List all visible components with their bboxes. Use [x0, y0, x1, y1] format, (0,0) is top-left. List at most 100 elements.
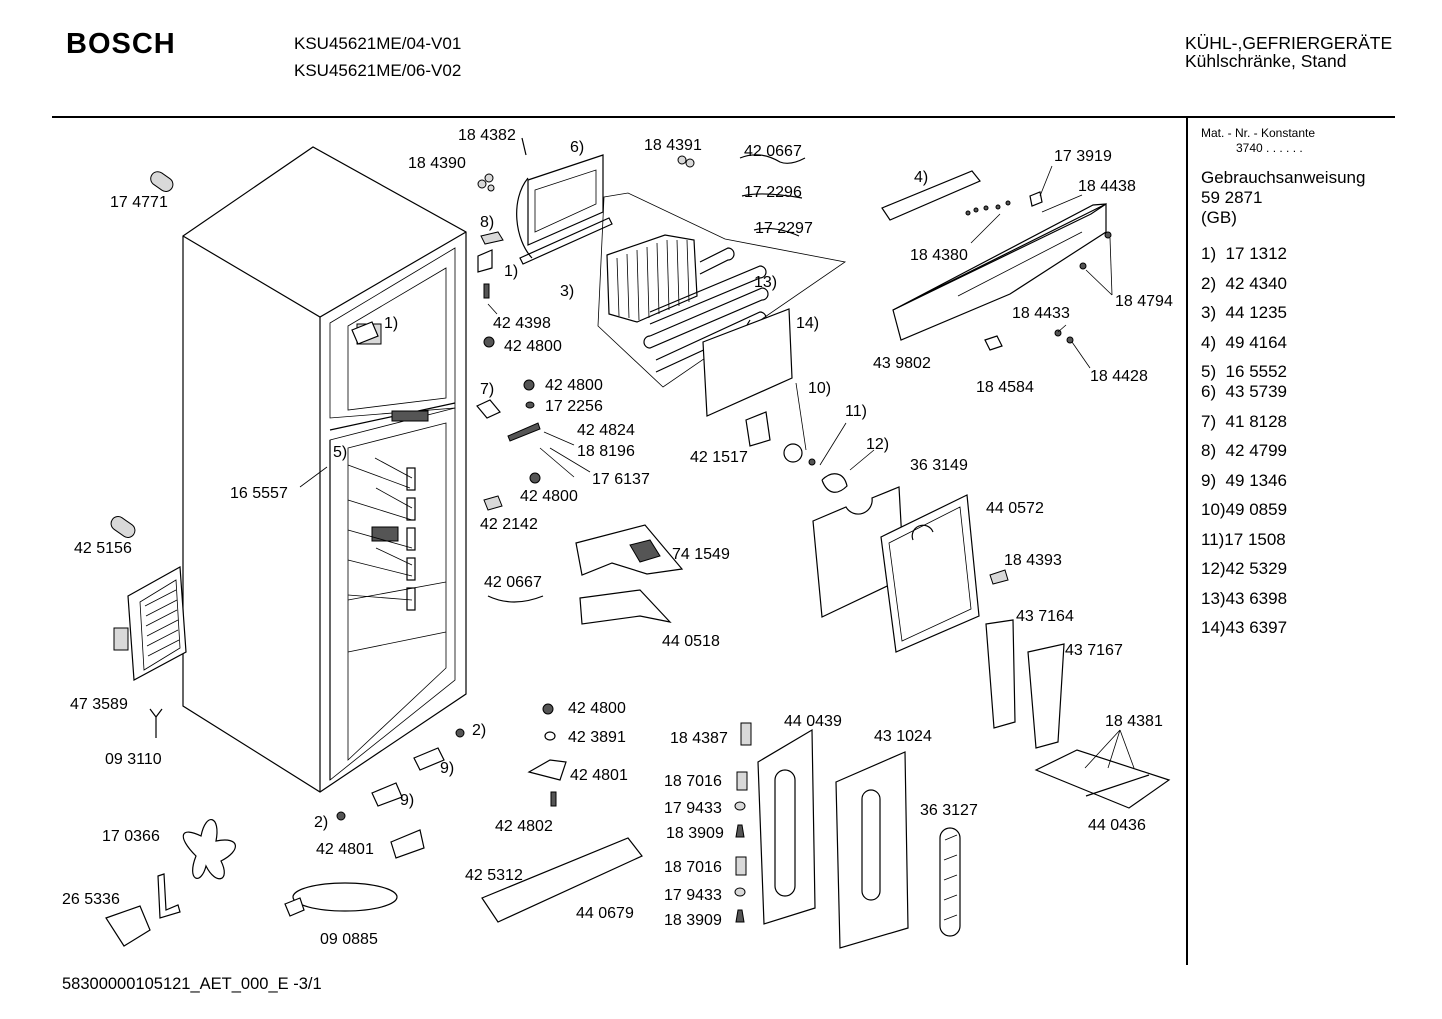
part-label: 3) [560, 283, 574, 300]
part-label: 42 4824 [577, 422, 635, 439]
part-number-labels: 17 4771 18 4382 18 4390 6) 8) 1) 1) 18 4… [62, 127, 1173, 948]
part-label: 26 5336 [62, 891, 120, 908]
reference-item: 12)42 5329 [1201, 559, 1288, 578]
reference-item: 3) 44 1235 [1201, 303, 1288, 322]
reference-item: 11)17 1508 [1201, 529, 1286, 549]
part-label: 6) [570, 139, 584, 156]
part-label: 42 5312 [465, 867, 523, 884]
part-label: 17 2296 [744, 184, 802, 201]
part-label: 42 4801 [316, 841, 374, 858]
part-label: 18 4391 [644, 137, 702, 154]
reference-item: 10)49 0859 [1201, 500, 1288, 519]
part-label: 42 4800 [504, 338, 562, 355]
document-footer: 58300000105121_AET_000_E -3/1 [62, 975, 322, 993]
header-divider [52, 116, 1395, 118]
manual-title: Gebrauchsanweisung [1201, 168, 1366, 187]
fridge-cabinet [182, 146, 467, 793]
part-label: 10) [808, 380, 831, 397]
part-label: 17 3919 [1054, 148, 1112, 165]
reference-item: 14)43 6397 [1201, 618, 1288, 637]
control-panel [881, 165, 1113, 369]
part-label: 4) [914, 169, 928, 186]
hinge-parts [336, 703, 567, 859]
cylindrical-parts [110, 171, 174, 738]
part-label: 1) [384, 315, 398, 332]
part-label: 42 0667 [484, 574, 542, 591]
part-label: 42 5156 [74, 540, 132, 557]
part-label: 42 4800 [545, 377, 603, 394]
part-label: 09 3110 [105, 751, 162, 768]
part-label: 43 7167 [1065, 642, 1123, 659]
part-label: 8) [480, 214, 494, 231]
part-label: 18 4382 [458, 127, 516, 144]
part-label: 18 4393 [1004, 552, 1062, 569]
evaporator-assembly [477, 137, 847, 417]
part-label: 12) [866, 436, 889, 453]
part-label: 42 2142 [480, 516, 538, 533]
part-label: 18 4428 [1090, 368, 1148, 385]
reference-item: 7) 41 8128 [1201, 411, 1288, 431]
model-number-1: KSU45621ME/04-V01 [294, 34, 462, 53]
part-label: 42 4800 [520, 488, 578, 505]
part-label: 17 2256 [545, 398, 603, 415]
part-label: 18 3909 [664, 912, 722, 929]
part-label: 18 3909 [666, 825, 724, 842]
door-parts [481, 619, 1171, 949]
part-label: 42 4802 [495, 818, 553, 835]
category-line-1: KÜHL-,GEFRIERGERÄTE [1185, 33, 1393, 53]
manual-language: (GB) [1201, 208, 1237, 227]
reference-item: 2) 42 4340 [1201, 273, 1288, 293]
reference-item: 8) 42 4799 [1201, 441, 1288, 460]
reference-item: 13)43 6398 [1201, 588, 1288, 608]
reference-list: 1) 17 1312 2) 42 4340 3) 44 1235 4) 49 4… [1201, 244, 1431, 648]
part-label: 17 0366 [102, 828, 160, 845]
part-label: 17 9433 [664, 887, 722, 904]
category-line-2: Kühlschränke, Stand [1185, 51, 1347, 71]
part-label: 1) [504, 263, 518, 280]
manual-number: 59 2871 [1201, 188, 1263, 207]
part-label: 9) [400, 792, 414, 809]
fan-assembly [745, 382, 1009, 653]
reference-item: 6) 43 5739 [1201, 382, 1288, 401]
part-label: 18 4584 [976, 379, 1034, 396]
part-label: 17 6137 [592, 471, 650, 488]
part-label: 13) [754, 274, 777, 291]
small-fasteners [299, 231, 684, 625]
part-label: 2) [472, 722, 486, 739]
part-label: 42 4801 [570, 767, 628, 784]
model-number-2: KSU45621ME/06-V02 [294, 61, 462, 80]
part-label: 17 9433 [664, 800, 722, 817]
part-label: 18 7016 [664, 859, 722, 876]
part-label: 18 4433 [1012, 305, 1070, 322]
part-label: 43 7164 [1016, 608, 1074, 625]
part-label: 18 7016 [664, 773, 722, 790]
part-label: 18 4438 [1078, 178, 1136, 195]
brand-logo: BOSCH [66, 28, 176, 60]
part-label: 36 3149 [910, 457, 968, 474]
parts-sidebar: Mat. - Nr. - Konstante 3740 . . . . . . … [1201, 126, 1431, 648]
part-label: 44 0679 [576, 905, 634, 922]
part-label: 14) [796, 315, 819, 332]
manual-reference: Gebrauchsanweisung 59 2871 (GB) [1201, 168, 1431, 228]
part-label: 18 8196 [577, 443, 635, 460]
part-label: 42 0667 [744, 143, 802, 160]
compressor-fan-and-cord [105, 818, 398, 947]
part-label: 11) [845, 403, 867, 420]
part-label: 74 1549 [672, 546, 730, 563]
part-label: 44 0436 [1088, 817, 1146, 834]
rear-condenser-panel [113, 566, 187, 681]
part-label: 43 1024 [874, 728, 932, 745]
reference-item: 9) 49 1346 [1201, 470, 1288, 490]
part-label: 2) [314, 814, 328, 831]
part-label: 16 5557 [230, 485, 288, 502]
part-label: 42 1517 [690, 449, 748, 466]
part-label: 7) [480, 381, 494, 398]
reference-item: 1) 17 1312 [1201, 244, 1288, 263]
sidebar-divider [1186, 117, 1188, 965]
part-label: 17 2297 [755, 220, 813, 237]
part-label: 18 4381 [1105, 713, 1163, 730]
reference-item: 4) 49 4164 [1201, 332, 1288, 352]
part-label: 42 3891 [568, 729, 626, 746]
part-label: 36 3127 [920, 802, 978, 819]
